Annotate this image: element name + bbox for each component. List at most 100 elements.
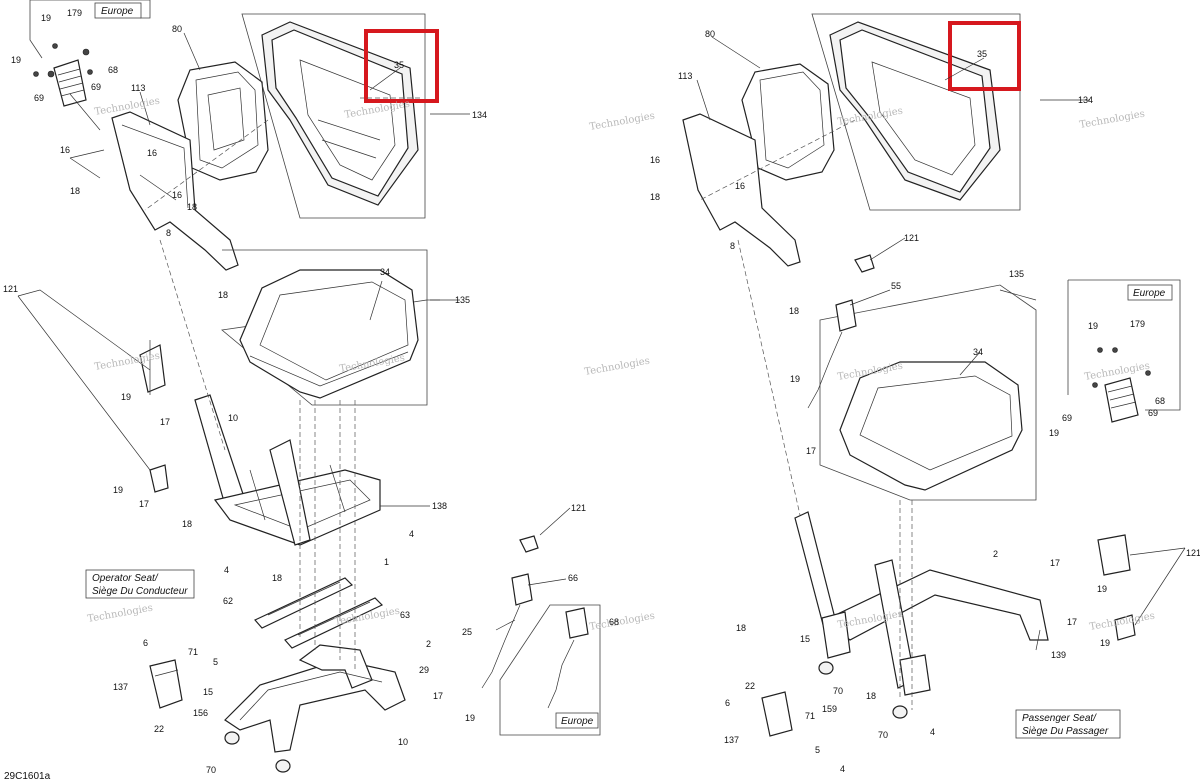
callout: 156	[193, 708, 208, 718]
callout: 16	[60, 145, 70, 155]
callout: 68	[108, 65, 118, 75]
callout: 69	[1148, 408, 1158, 418]
callout: 19	[1100, 638, 1110, 648]
callout: 17	[1050, 558, 1060, 568]
operator-seat-line1: Operator Seat/	[92, 573, 159, 584]
callout: 134	[1078, 95, 1093, 105]
operator-seat-line2: Siège Du Conducteur	[92, 586, 188, 597]
europe-label-bottom: Europe	[561, 716, 594, 727]
callout: 6	[143, 638, 148, 648]
callout: 4	[224, 565, 229, 575]
callout: 137	[724, 735, 739, 745]
europe-box-left: Europe	[29, 0, 151, 59]
callout: 4	[930, 727, 935, 737]
seat-cushion-box-left	[221, 249, 440, 406]
seat-base-frame-left	[194, 394, 381, 546]
callout: 70	[833, 686, 843, 696]
callout: 18	[789, 306, 799, 316]
callout: 29	[419, 665, 429, 675]
callout: 17	[433, 691, 443, 701]
callout: 66	[568, 573, 578, 583]
backrest-shell-box-left	[241, 13, 426, 219]
svg-text:Technologies: Technologies	[589, 111, 656, 133]
europe-label-right: Europe	[1133, 288, 1166, 299]
diagram-code: 29C1601a	[4, 771, 51, 782]
assembly-lines-right	[699, 119, 913, 710]
callout: 179	[67, 8, 82, 18]
callout: 22	[745, 681, 755, 691]
callout: 69	[34, 93, 44, 103]
seat-riser-left	[224, 644, 406, 773]
hinge-bracket-left	[149, 659, 183, 709]
seatbelt-buckle-right	[807, 254, 875, 409]
callout: 16	[147, 148, 157, 158]
assembly-lines-left	[144, 97, 420, 670]
callout: 5	[213, 657, 218, 667]
callout: 135	[455, 295, 470, 305]
highlight-box-left	[364, 29, 439, 103]
callout: 55	[891, 281, 901, 291]
hinge-bracket-right	[761, 691, 793, 737]
callout: 80	[705, 29, 715, 39]
callout: 69	[1062, 413, 1072, 423]
callout: 10	[228, 413, 238, 423]
callout: 71	[188, 647, 198, 657]
passenger-seat-line2: Siège Du Passager	[1022, 726, 1109, 737]
callout: 17	[160, 417, 170, 427]
callout: 34	[973, 347, 983, 357]
callout: 121	[3, 284, 18, 294]
callout: 68	[609, 617, 619, 627]
callout: 4	[840, 764, 845, 774]
callout: 18	[736, 623, 746, 633]
callout: 18	[866, 691, 876, 701]
callout: 135	[1009, 269, 1024, 279]
seatbelt-bracket-left	[33, 43, 93, 107]
callout: 70	[878, 730, 888, 740]
passenger-seat-label: Passenger Seat/ Siège Du Passager	[1015, 709, 1121, 739]
belt-retractor-left	[139, 340, 169, 493]
backrest-frame-right	[682, 113, 801, 267]
callout: 63	[400, 610, 410, 620]
svg-text:Technologies: Technologies	[87, 603, 154, 625]
callout: 17	[806, 446, 816, 456]
callout: 159	[822, 704, 837, 714]
callout: 70	[206, 765, 216, 775]
callout: 19	[790, 374, 800, 384]
europe-box-bottom: Europe	[499, 604, 601, 736]
callout: 18	[70, 186, 80, 196]
callout: 139	[1051, 650, 1066, 660]
svg-text:Technologies: Technologies	[589, 611, 656, 633]
backrest-frame-left	[111, 111, 239, 271]
callout: 16	[172, 190, 182, 200]
callout: 19	[11, 55, 21, 65]
callout: 138	[432, 501, 447, 511]
operator-seat-label: Operator Seat/ Siège Du Conducteur	[85, 569, 195, 599]
callout: 18	[272, 573, 282, 583]
callout: 113	[131, 83, 145, 93]
svg-text:Technologies: Technologies	[584, 356, 651, 378]
callout: 121	[904, 233, 919, 243]
leader-lines	[17, 32, 1186, 651]
highlight-box-right	[948, 21, 1021, 91]
callout: 8	[166, 228, 171, 238]
callout: 25	[462, 627, 472, 637]
callout: 5	[815, 745, 820, 755]
callout: 19	[1088, 321, 1098, 331]
callout: 137	[113, 682, 128, 692]
backrest-shell-box-right	[811, 13, 1021, 211]
callout: 68	[1155, 396, 1165, 406]
europe-label-left: Europe	[101, 6, 134, 17]
callout: 18	[218, 290, 228, 300]
callout: 17	[139, 499, 149, 509]
callout: 19	[465, 713, 475, 723]
callout: 19	[41, 13, 51, 23]
callout: 121	[1186, 548, 1200, 558]
europe-box-right: Europe	[1067, 279, 1181, 423]
callouts-right: 80 35 134 113 16 18 16 8 18 121 55 135 3…	[650, 29, 1200, 774]
callout: 113	[678, 71, 692, 81]
callout: 179	[1130, 319, 1145, 329]
callout: 71	[805, 711, 815, 721]
callout: 80	[172, 24, 182, 34]
callout: 19	[1049, 428, 1059, 438]
